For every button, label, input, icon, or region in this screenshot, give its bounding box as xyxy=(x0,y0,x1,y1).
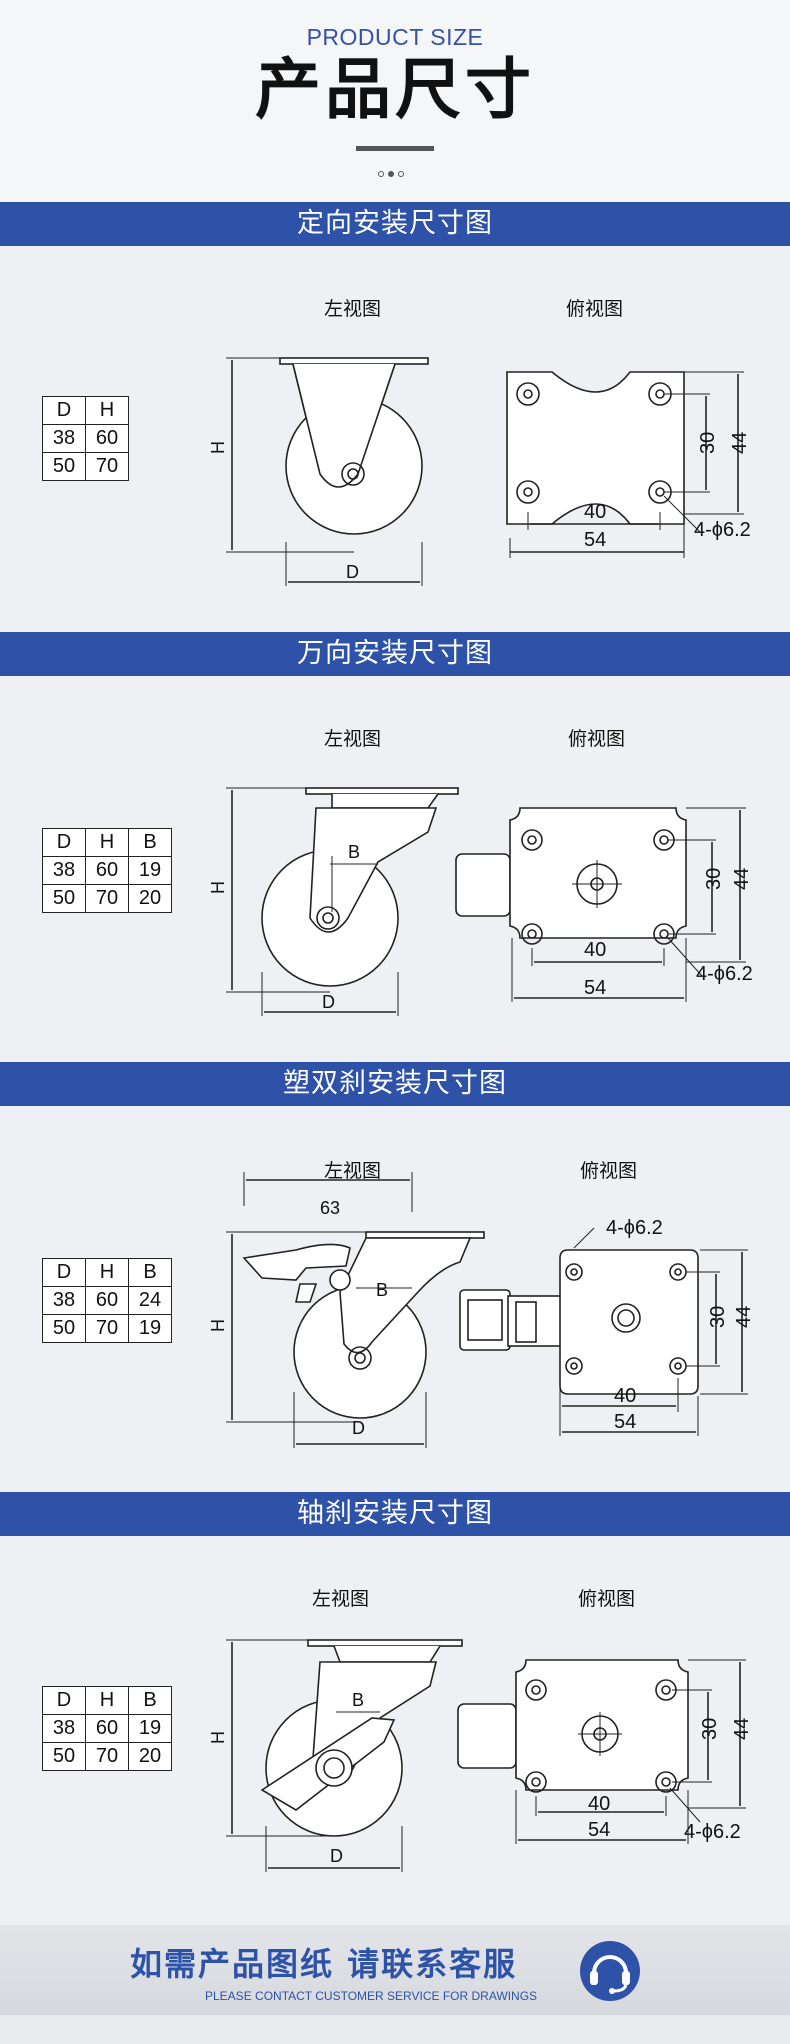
left-view-label: 左视图 xyxy=(324,728,382,750)
svg-text:54: 54 xyxy=(588,1819,610,1841)
footer-subtext: PLEASE CONTACT CUSTOMER SERVICE FOR DRAW… xyxy=(205,1989,538,2003)
dim-H: H xyxy=(208,441,228,454)
header-subtitle: PRODUCT SIZE xyxy=(306,24,484,50)
left-view-drawing xyxy=(226,787,459,1016)
svg-text:4-ϕ6.2: 4-ϕ6.2 xyxy=(684,1821,741,1843)
svg-text:H: H xyxy=(208,881,228,894)
svg-text:30: 30 xyxy=(703,868,725,890)
svg-text:B: B xyxy=(348,842,360,862)
svg-text:44: 44 xyxy=(733,1306,755,1328)
svg-text:D: D xyxy=(352,1418,365,1438)
svg-text:40: 40 xyxy=(588,1793,610,1815)
svg-text:4-ϕ6.2: 4-ϕ6.2 xyxy=(696,963,753,985)
title-underline xyxy=(356,146,434,151)
left-view-label: 左视图 xyxy=(312,1588,370,1610)
top-view-label: 俯视图 xyxy=(580,1160,638,1182)
top-view-drawing xyxy=(459,1227,748,1436)
section-title: 万向安装尺寸图 xyxy=(0,632,790,676)
title-dots xyxy=(376,162,416,177)
section-title: 塑双刹安装尺寸图 xyxy=(0,1062,790,1106)
page-header: PRODUCT SIZE 产品尺寸 xyxy=(0,0,790,202)
left-view-label: 左视图 xyxy=(324,298,382,320)
left-view-drawing xyxy=(226,357,429,586)
drawing-axle-brake: H D B 30 44 40 xyxy=(208,1639,753,1872)
section-title: 定向安装尺寸图 xyxy=(0,202,790,246)
top-view-label: 俯视图 xyxy=(566,298,624,320)
svg-text:44: 44 xyxy=(731,868,753,890)
drawing-fixed: H D 30 44 40 54 4-ϕ6.2 xyxy=(208,357,751,586)
footer: 如需产品图纸 请联系客服 PLEASE CONTACT CUSTOMER SER… xyxy=(0,1925,790,2044)
svg-text:54: 54 xyxy=(584,977,606,999)
svg-text:40: 40 xyxy=(584,501,606,523)
svg-text:54: 54 xyxy=(614,1411,636,1433)
section-title: 轴刹安装尺寸图 xyxy=(0,1492,790,1536)
svg-text:54: 54 xyxy=(584,529,606,551)
svg-text:B: B xyxy=(376,1280,388,1300)
svg-text:63: 63 xyxy=(320,1198,340,1218)
svg-text:D: D xyxy=(330,1846,343,1866)
svg-text:30: 30 xyxy=(707,1306,729,1328)
left-view-drawing xyxy=(226,1172,485,1448)
top-view-label: 俯视图 xyxy=(568,728,626,750)
svg-text:30: 30 xyxy=(699,1718,721,1740)
svg-text:44: 44 xyxy=(729,432,751,454)
svg-text:4-ϕ6.2: 4-ϕ6.2 xyxy=(606,1217,663,1239)
svg-text:H: H xyxy=(208,1731,228,1744)
svg-text:D: D xyxy=(322,992,335,1012)
top-view-drawing xyxy=(506,371,744,558)
svg-text:40: 40 xyxy=(614,1385,636,1407)
svg-text:40: 40 xyxy=(584,939,606,961)
left-view-label: 左视图 xyxy=(324,1160,382,1182)
svg-text:B: B xyxy=(352,1690,364,1710)
svg-text:H: H xyxy=(208,1319,228,1332)
svg-text:30: 30 xyxy=(697,432,719,454)
left-view-drawing xyxy=(226,1639,463,1872)
dim-D: D xyxy=(346,562,359,582)
page-title: 产品尺寸 xyxy=(255,51,535,128)
drawing-swivel: H D B 30 44 40 xyxy=(208,787,753,1016)
svg-text:44: 44 xyxy=(731,1718,753,1740)
footer-cta: 如需产品图纸 请联系客服 xyxy=(130,1945,518,1983)
headset-icon[interactable] xyxy=(578,1939,642,2003)
top-view-drawing xyxy=(457,1659,746,1844)
top-view-label: 俯视图 xyxy=(578,1588,636,1610)
top-view-drawing xyxy=(455,807,746,1002)
svg-text:4-ϕ6.2: 4-ϕ6.2 xyxy=(694,519,751,541)
drawing-double-brake: 63 H D B 4-ϕ6 xyxy=(208,1172,755,1448)
